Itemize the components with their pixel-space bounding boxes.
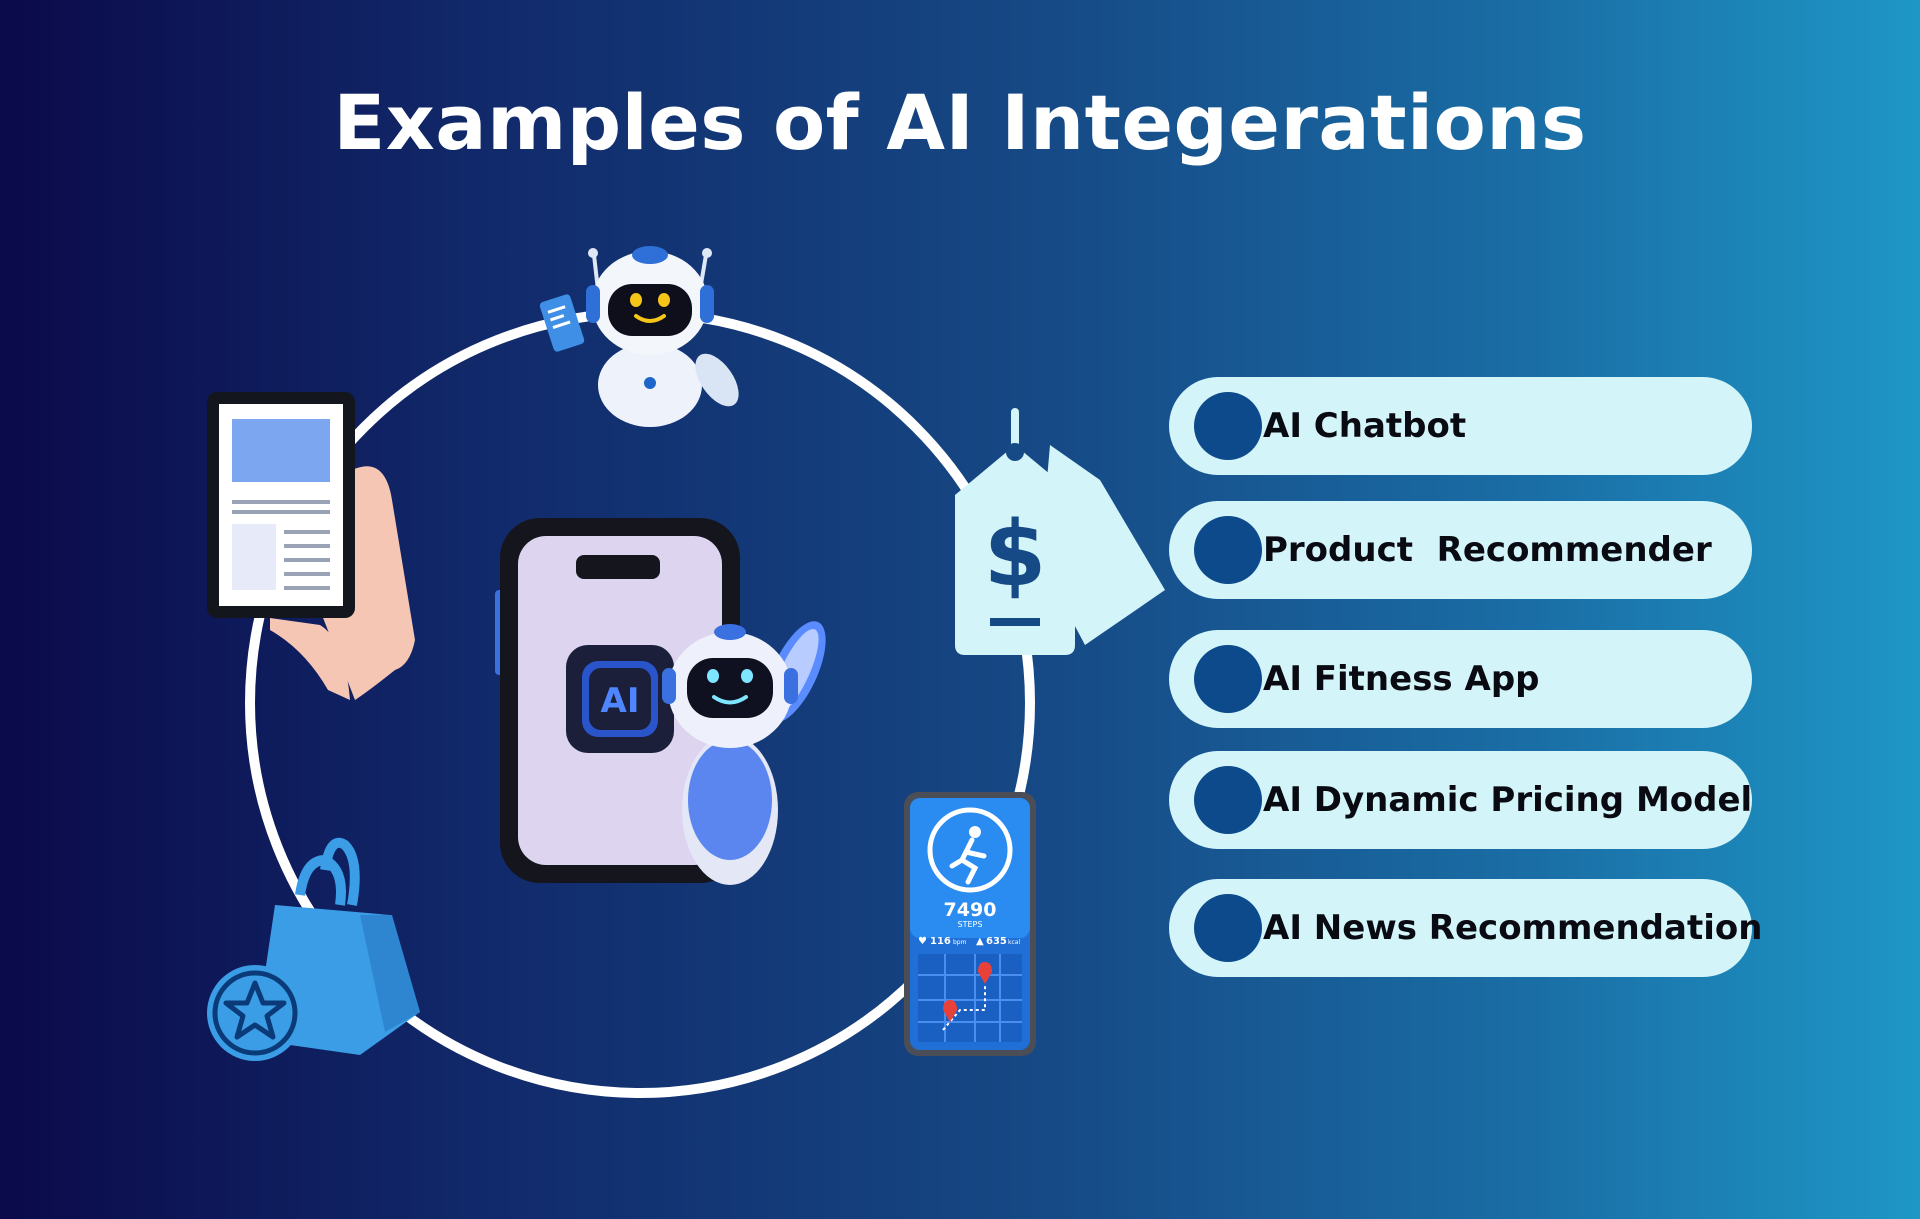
news-tablet-icon [207, 392, 415, 700]
list-item-label: AI Fitness App [1263, 659, 1540, 699]
chatbot-robot-icon [539, 246, 739, 427]
bullet-dot [1194, 894, 1262, 962]
calories: 635 [986, 936, 1007, 947]
list-item-label: AI Chatbot [1263, 406, 1467, 446]
calories-unit: kcal [1008, 939, 1020, 946]
bullet-dot [1194, 645, 1262, 713]
price-tag-dollar: $ [984, 502, 1047, 607]
ai-badge-label: AI [601, 681, 640, 721]
list-item-label: Product Recommender [1263, 530, 1712, 570]
list-item-ai-news-recommendation: AI News Recommendation [1169, 879, 1762, 977]
bullet-dot [1194, 766, 1262, 834]
heart-rate: 116 [930, 936, 951, 947]
svg-text:♥: ♥ [918, 936, 927, 947]
svg-text:▲: ▲ [976, 936, 984, 947]
steps-count: 7490 [944, 899, 997, 921]
list-item-ai-dynamic-pricing-model: AI Dynamic Pricing Model [1169, 751, 1752, 849]
shopping-bag-icon [207, 837, 420, 1061]
list-item-ai-chatbot: AI Chatbot [1169, 377, 1752, 475]
steps-unit: STEPS [958, 920, 983, 929]
fitness-phone-icon: 7490 STEPS ♥ 116 bpm ▲ 635 kcal [904, 792, 1036, 1056]
bullet-dot [1194, 516, 1262, 584]
list-item-product-recommender: Product Recommender [1169, 501, 1752, 599]
list-item-label: AI News Recommendation [1263, 908, 1763, 948]
heart-rate-unit: bpm [953, 939, 967, 946]
list-item-label: AI Dynamic Pricing Model [1263, 780, 1753, 820]
ai-phone-icon: AI [495, 518, 740, 883]
assistant-robot-icon [662, 621, 826, 885]
price-tag-icon: $ [955, 408, 1165, 655]
page-title: Examples of AI Integerations [333, 78, 1587, 167]
list-item-ai-fitness-app: AI Fitness App [1169, 630, 1752, 728]
bullet-dot [1194, 392, 1262, 460]
